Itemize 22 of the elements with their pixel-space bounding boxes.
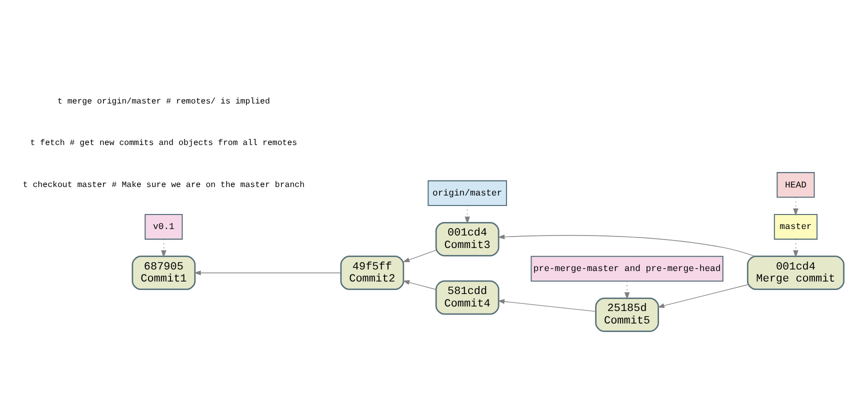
- node-box: 001cd4 Merge commit: [746, 256, 844, 290]
- node-box: 25185d Commit5: [595, 298, 660, 332]
- node-box: pre-merge-master and pre-merge-head: [530, 256, 724, 282]
- arrow: [498, 299, 596, 312]
- arrow: [793, 239, 798, 258]
- arrow: [624, 281, 630, 300]
- arrow: [161, 239, 166, 258]
- node-box: 001cd4 Commit3: [435, 222, 500, 256]
- arrow: [402, 280, 436, 290]
- node-box: v0.1: [144, 214, 183, 240]
- arrow: [498, 234, 756, 257]
- arrow: [402, 250, 436, 262]
- node-box: master: [774, 214, 818, 240]
- node-box: 581cdd Commit4: [435, 280, 500, 315]
- arrow: [194, 270, 342, 276]
- node-box: HEAD: [776, 172, 815, 198]
- arrow: [657, 284, 748, 308]
- node-box: 687905 Commit1: [132, 256, 196, 290]
- arrow: [793, 197, 798, 216]
- node-box: origin/master: [428, 180, 508, 206]
- arrow: [464, 206, 470, 224]
- node-box: 49f5ff Commit2: [340, 256, 404, 290]
